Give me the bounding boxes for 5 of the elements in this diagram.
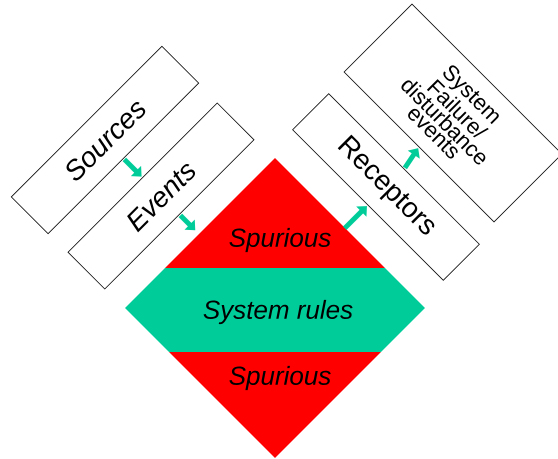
band-section: System rules	[125, 268, 425, 352]
triangle-section: Spurious	[169, 352, 381, 458]
block-arrow	[342, 206, 367, 230]
block-arrow	[178, 214, 196, 230]
block-arrow	[122, 158, 142, 177]
